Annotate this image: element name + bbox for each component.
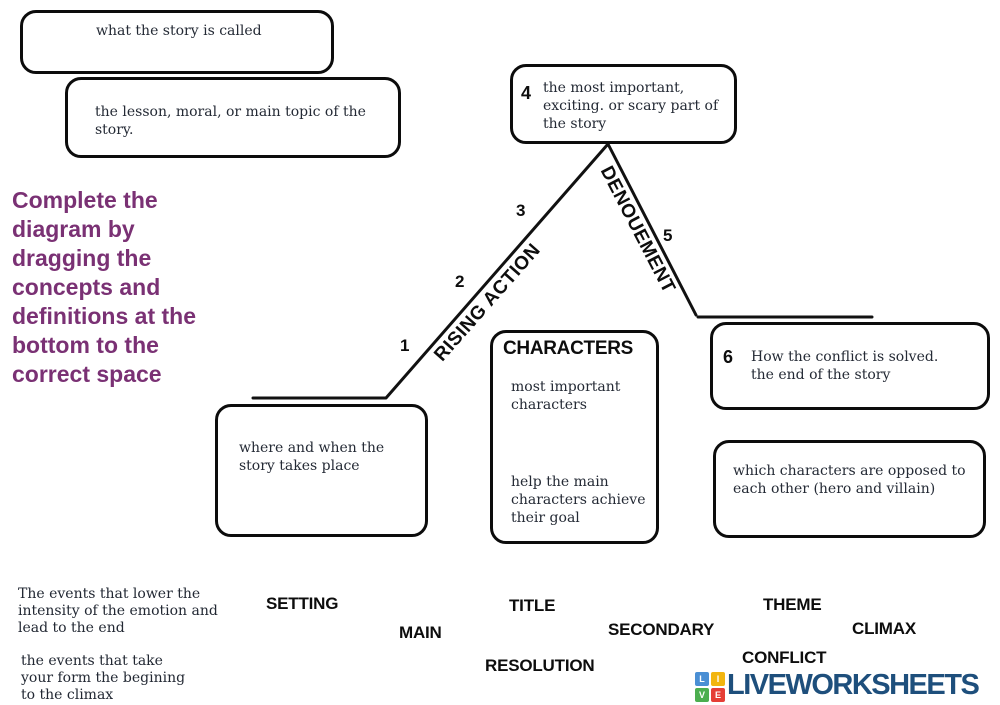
logo-square-l: L	[695, 672, 709, 686]
word-bank-climax[interactable]: CLIMAX	[852, 619, 916, 638]
setting-definition-box[interactable]: where and when the story takes place	[215, 404, 428, 537]
plot-point-3: 3	[516, 201, 526, 220]
conflict-definition-box[interactable]: which characters are opposed to each oth…	[713, 440, 986, 538]
word-bank-theme[interactable]: THEME	[763, 595, 822, 614]
title-definition-box[interactable]: what the story is called	[20, 10, 334, 74]
theme-definition-box[interactable]: the lesson, moral, or main topic of the …	[65, 77, 401, 158]
logo-square-e: E	[711, 688, 725, 702]
word-bank-main[interactable]: MAIN	[399, 623, 442, 642]
word-bank-title[interactable]: TITLE	[509, 596, 556, 615]
word-bank-conflict[interactable]: CONFLICT	[742, 648, 827, 667]
falling-action-definition-text[interactable]: The events that lower the intensity of t…	[18, 586, 218, 636]
instructions-text: Complete the diagram by dragging the con…	[12, 187, 196, 387]
liveworksheets-logo[interactable]: L I V E LIVEWORKSHEETS	[695, 669, 980, 702]
characters-box-title: CHARACTERS	[503, 338, 634, 359]
secondary-characters-definition-text[interactable]: help the main characters achieve their g…	[511, 474, 646, 526]
word-bank-secondary[interactable]: SECONDARY	[608, 620, 715, 639]
setting-definition-text[interactable]: where and when the story takes place	[239, 440, 385, 474]
plot-point-2: 2	[455, 272, 465, 291]
theme-definition-text[interactable]: the lesson, moral, or main topic of the …	[95, 104, 366, 138]
plot-point-1: 1	[400, 336, 410, 355]
liveworksheets-logo-icon: L I V E	[695, 672, 725, 702]
title-definition-text[interactable]: what the story is called	[96, 23, 262, 39]
main-characters-definition-text[interactable]: most important characters	[511, 379, 621, 413]
word-bank-setting[interactable]: SETTING	[266, 594, 339, 613]
logo-square-v: V	[695, 688, 709, 702]
rising-action-definition-text[interactable]: the events that take your form the begin…	[21, 653, 186, 703]
climax-definition-text[interactable]: the most important, exciting. or scary p…	[543, 80, 719, 132]
box-number-6: 6	[723, 347, 734, 367]
logo-square-i: I	[711, 672, 725, 686]
conflict-definition-text[interactable]: which characters are opposed to each oth…	[733, 463, 966, 497]
plot-rising-falling-line	[251, 142, 698, 400]
resolution-definition-text[interactable]: How the conflict is solved. the end of t…	[751, 349, 939, 383]
climax-definition-box[interactable]: 4 the most important, exciting. or scary…	[510, 64, 737, 144]
word-bank-resolution[interactable]: RESOLUTION	[485, 656, 595, 675]
characters-box[interactable]: CHARACTERS most important characters hel…	[490, 330, 659, 544]
plot-point-5: 5	[663, 226, 673, 245]
liveworksheets-logo-text: LIVEWORKSHEETS	[727, 669, 980, 701]
resolution-definition-box[interactable]: 6 How the conflict is solved. the end of…	[710, 322, 990, 410]
box-number-4: 4	[521, 83, 532, 103]
